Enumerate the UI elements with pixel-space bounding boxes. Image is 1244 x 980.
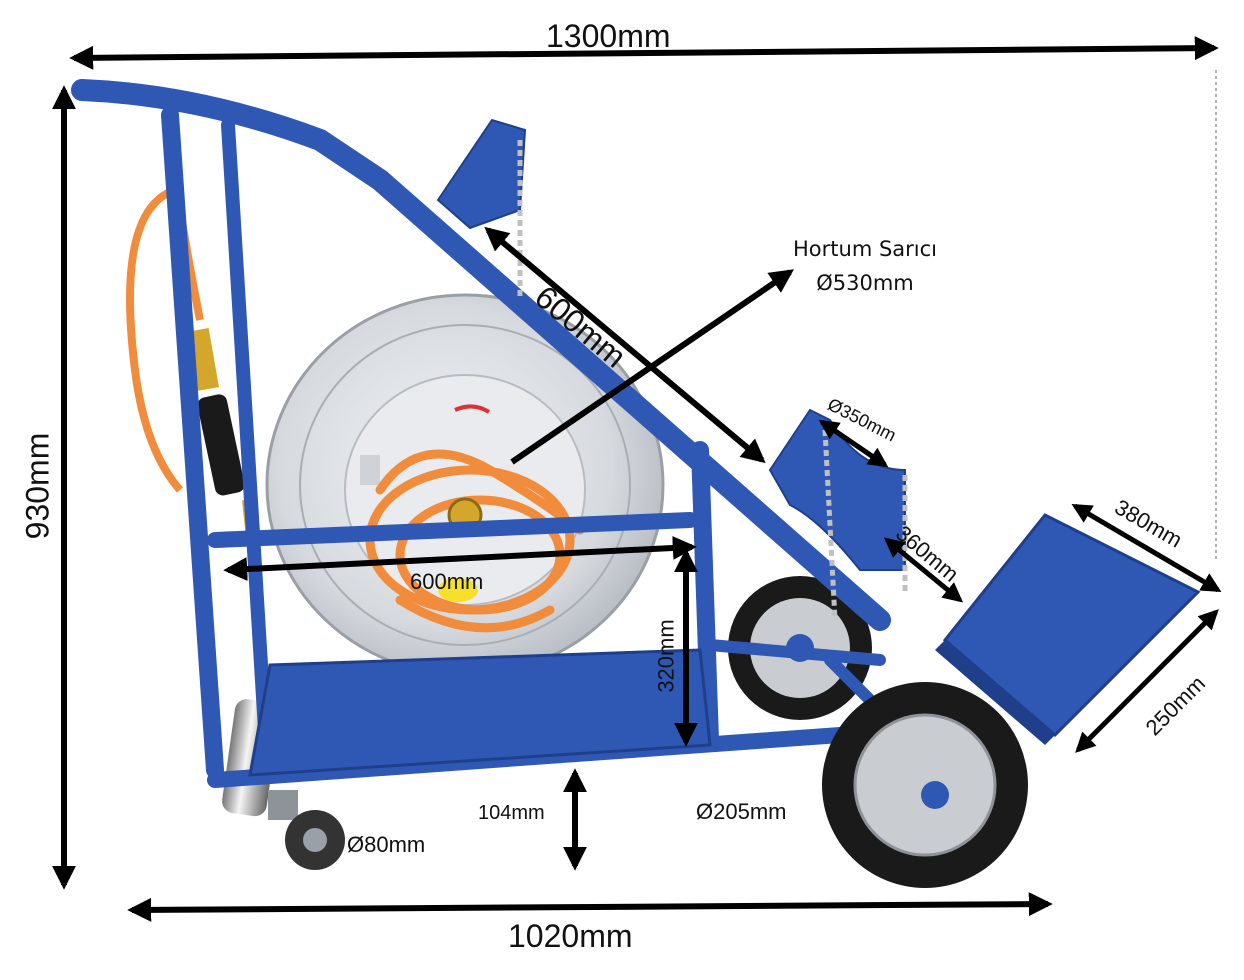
arrow-holder-depth: [883, 537, 964, 603]
main-wheel: [822, 682, 1028, 888]
reel-title: Hortum Sarıcı Ø530mm: [770, 232, 960, 300]
reel-name-label: Hortum Sarıcı: [793, 237, 937, 261]
label-overall-width: 1300mm: [546, 18, 671, 54]
base-platform: [248, 648, 712, 777]
label-rear-wheel-diameter: Ø205mm: [696, 799, 787, 824]
arrow-wheelbase: [127, 892, 1053, 922]
caster-wheel: [268, 790, 345, 870]
arrow-reel-pointer: [510, 269, 794, 465]
label-wheelbase: 1020mm: [508, 918, 633, 954]
arrow-overall-width: [69, 36, 1219, 70]
arrow-holder-diameter: [818, 419, 889, 468]
label-inner-base: 600mm: [410, 569, 484, 594]
arrow-inner-base: [223, 535, 697, 582]
gas-cylinder-trolley: [71, 79, 1201, 888]
reel-diameter-label: Ø530mm: [816, 271, 914, 295]
dimension-arrows: [52, 36, 1222, 922]
arrow-plate-width: [1071, 503, 1222, 593]
label-base-height: 320mm: [653, 619, 679, 693]
arrow-frame-top: [484, 226, 766, 464]
arrow-plate-depth: [1075, 609, 1219, 753]
label-overall-height: 930mm: [19, 432, 56, 540]
label-ground-clearance: 104mm: [478, 802, 545, 824]
label-caster-diameter: Ø80mm: [347, 832, 426, 857]
